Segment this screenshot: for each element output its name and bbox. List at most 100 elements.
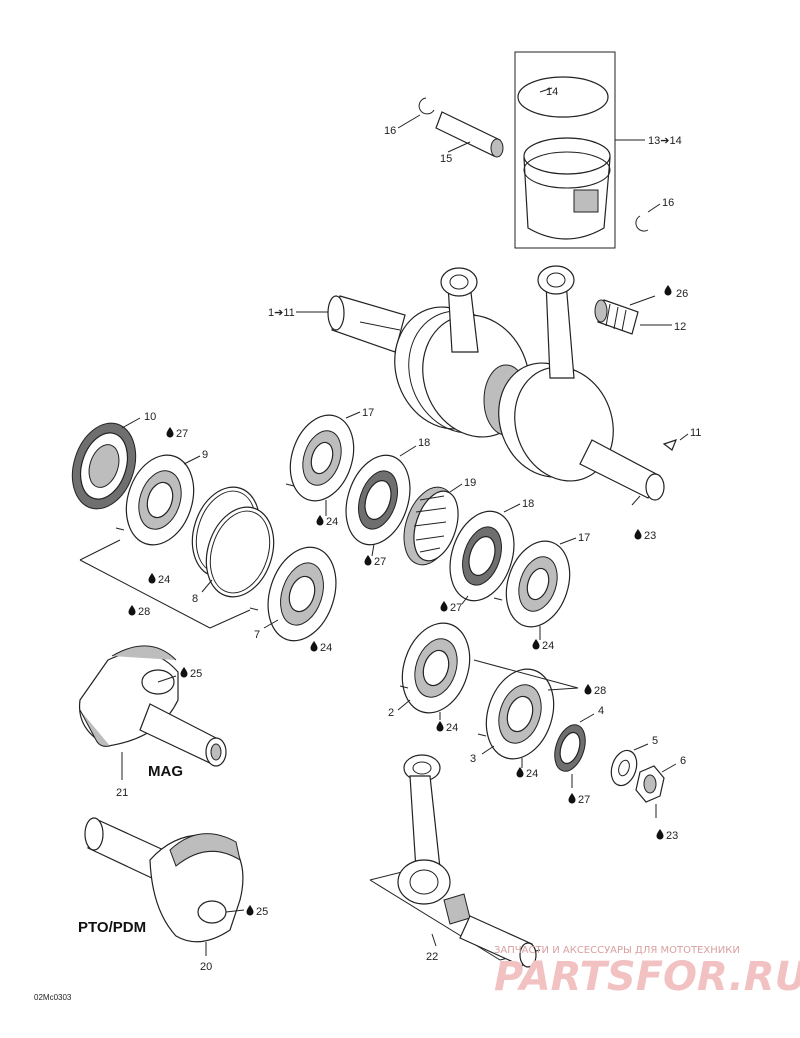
watermark-tagline: ЗАПЧАСТИ И АКСЕССУАРЫ ДЛЯ МОТОТЕХНИКИ: [494, 945, 740, 956]
label-21: 21: [116, 787, 128, 799]
label-9: 9: [202, 449, 208, 461]
label-18a: 18: [418, 437, 430, 449]
drop-icon: [310, 641, 318, 652]
drop-icon: [128, 605, 136, 616]
drop-icon: [440, 601, 448, 612]
label-25b: 25: [256, 906, 268, 918]
washer-5: [610, 749, 638, 787]
watermark: ЗАПЧАСТИ И АКСЕССУАРЫ ДЛЯ МОТОТЕХНИКИ PA…: [494, 945, 800, 1000]
label-26: 26: [676, 288, 688, 300]
drop-icon: [656, 829, 664, 840]
circlip-upper: [418, 97, 435, 115]
label-28a: 28: [138, 606, 150, 618]
label-24e: 24: [446, 722, 458, 734]
label-6: 6: [680, 755, 686, 767]
drop-icon: [166, 427, 174, 438]
label-22: 22: [426, 951, 438, 963]
bearing-ring-8: [191, 486, 275, 598]
label-27c: 27: [450, 602, 462, 614]
piston-ring-groove: [523, 151, 611, 189]
label-23a: 23: [644, 530, 656, 542]
label-15: 15: [440, 153, 452, 165]
drop-icon: [180, 667, 188, 678]
label-3: 3: [470, 753, 476, 765]
label-27b: 27: [374, 556, 386, 568]
connecting-rod-assembly: [369, 754, 541, 968]
label-5: 5: [652, 735, 658, 747]
drop-icon: [316, 515, 324, 526]
piston-kit-box: [514, 51, 616, 249]
label-28b: 28: [594, 685, 606, 697]
labyrinth-seal-18a: [345, 454, 411, 546]
drop-icon: [634, 529, 642, 540]
caption-pto: PTO/PDM: [78, 919, 146, 936]
label-24d: 24: [542, 640, 554, 652]
label-16b: 16: [662, 197, 674, 209]
label-19: 19: [464, 477, 476, 489]
label-10: 10: [144, 411, 156, 423]
part-labels: 14 16 15 13➔14 16 1➔11 26 12 10 27 9 17 …: [116, 86, 701, 973]
small-end-bearing: [594, 299, 639, 335]
drop-icon: [532, 639, 540, 650]
drop-icon: [364, 555, 372, 566]
label-8: 8: [192, 593, 198, 605]
label-13-14: 13➔14: [648, 135, 682, 147]
drop-icon: [516, 767, 524, 778]
oil-seal-10: [71, 422, 137, 510]
mag-side-seals-bearings: [71, 411, 361, 642]
drive-gear-19: [403, 486, 459, 566]
piston: [523, 157, 611, 240]
label-24c: 24: [320, 642, 332, 654]
label-27a: 27: [176, 428, 188, 440]
label-17a: 17: [362, 407, 374, 419]
ball-bearing-9: [125, 454, 195, 546]
label-24a: 24: [326, 516, 338, 528]
crankpin: [459, 915, 533, 967]
ball-bearing-17a: [289, 414, 355, 502]
crankpin-bearing: [443, 893, 471, 925]
piston-pin-end: [490, 138, 504, 158]
label-14: 14: [546, 86, 558, 98]
ball-bearing-3: [485, 668, 555, 760]
piston-crown: [523, 137, 611, 175]
label-2: 2: [388, 707, 394, 719]
drop-icon: [664, 285, 672, 296]
caption-mag: MAG: [148, 763, 183, 780]
label-1-11: 1➔11: [268, 307, 295, 319]
crankshaft-shaft-right: [579, 439, 661, 499]
label-17b: 17: [578, 532, 590, 544]
label-25a: 25: [190, 668, 202, 680]
piston-port: [573, 189, 599, 213]
pto-side-bearings: [397, 622, 677, 818]
labyrinth-seal-18b: [449, 510, 515, 602]
circlip-lower: [635, 215, 649, 232]
piston-ring: [517, 76, 609, 118]
label-23b: 23: [666, 830, 678, 842]
drop-icon: [148, 573, 156, 584]
label-12: 12: [674, 321, 686, 333]
label-24f: 24: [526, 768, 538, 780]
piston-group: [397, 51, 661, 249]
label-27d: 27: [578, 794, 590, 806]
piston-pin: [435, 111, 501, 157]
drawing-code: 02Mc0303: [34, 993, 72, 1002]
drop-icon: [584, 684, 592, 695]
label-24b: 24: [158, 574, 170, 586]
mag-half-crankshaft: [78, 645, 227, 780]
oil-seal-4: [554, 724, 586, 772]
label-4: 4: [598, 705, 604, 717]
drop-icon: [568, 793, 576, 804]
label-7: 7: [254, 629, 260, 641]
watermark-brand: PARTSFOR.RU: [494, 954, 800, 1000]
ball-bearing-17b: [505, 540, 571, 628]
ball-bearing-2: [401, 622, 471, 714]
crankshaft-assembly: [296, 265, 689, 506]
drop-icon: [246, 905, 254, 916]
ball-bearing-7: [267, 546, 337, 642]
drop-icon: [436, 721, 444, 732]
connecting-rod-right: [545, 281, 575, 379]
nut-6: [635, 765, 665, 803]
label-11: 11: [690, 427, 701, 439]
pto-half-crankshaft: [84, 817, 245, 956]
